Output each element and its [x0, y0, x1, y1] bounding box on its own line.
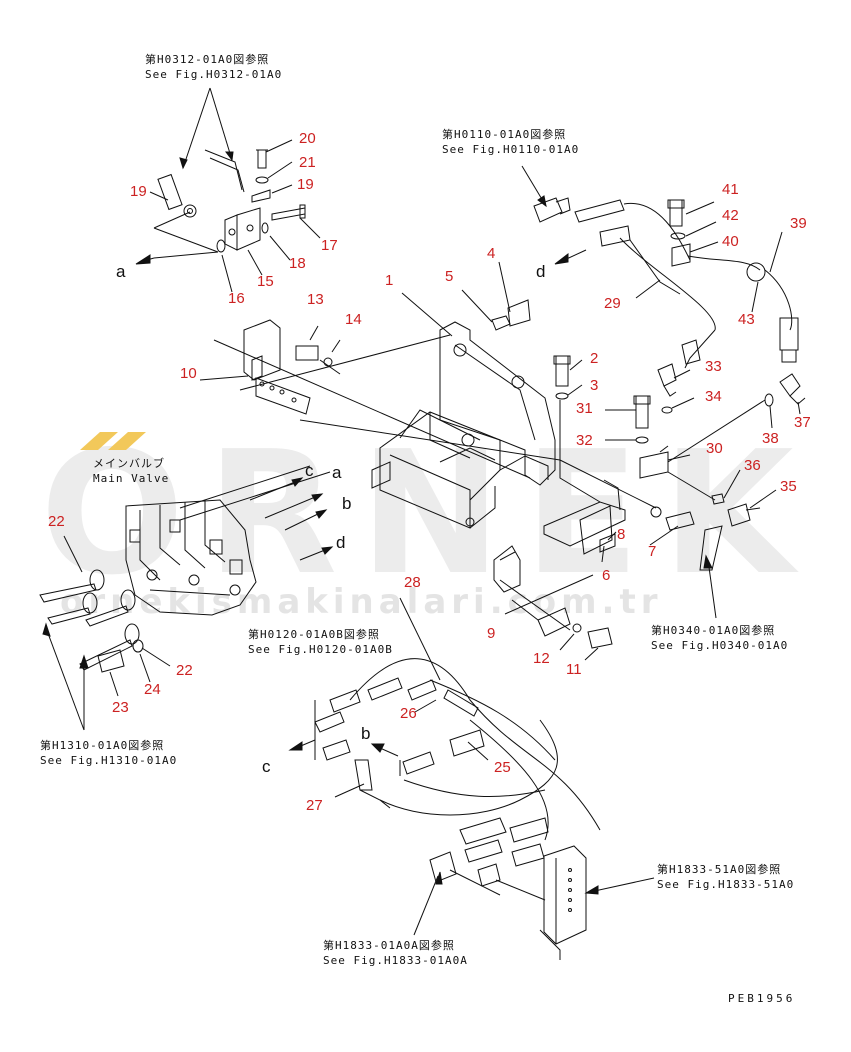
- block-and-fittings-right: [639, 363, 806, 619]
- main-valve-body: [125, 499, 257, 616]
- arrow-letter-label: b: [342, 494, 352, 513]
- part-number-callout: 8: [617, 526, 626, 543]
- watermark-brand: ORNEK: [40, 415, 816, 613]
- part-number-callout: 26: [400, 705, 417, 722]
- part-number-callout: 11: [566, 661, 582, 678]
- part-number-callout: 9: [487, 625, 496, 642]
- part-number-callout: 39: [790, 215, 807, 232]
- part-number-callout: 37: [794, 414, 811, 431]
- part-number-callout: 38: [762, 430, 779, 447]
- small-bracket-left: [199, 319, 341, 415]
- part-number-callout: 6: [602, 567, 611, 584]
- ref-note-main-valve: メインバルブ Main Valve: [93, 456, 169, 486]
- part-number-callout: 35: [780, 478, 797, 495]
- watermark-logo-chevrons: [80, 432, 146, 450]
- part-number-callout: 42: [722, 207, 739, 224]
- part-number-callout: 32: [576, 432, 593, 449]
- arrow-letter-label: c: [305, 461, 314, 480]
- valve-port-arrows: [179, 465, 334, 561]
- ref-note-h1833-51-en: See Fig.H1833-51A0: [657, 878, 795, 891]
- leader-lines-top-left: [149, 139, 321, 293]
- part-number-callout: 14: [345, 311, 362, 328]
- ref-note-h1310: 第H1310-01A0図参照 See Fig.H1310-01A0: [40, 738, 177, 768]
- ref-note-h0120-en: See Fig.H0120-01A0B: [248, 643, 393, 656]
- arrow-letter-label: d: [536, 262, 546, 281]
- arrow-letter-label: a: [116, 262, 126, 281]
- part-number-callout: 16: [228, 290, 245, 307]
- part-number-callout: 19: [297, 176, 314, 193]
- arrow-letter-label: b: [361, 724, 371, 743]
- part-number-callout: 24: [144, 681, 161, 698]
- part-number-callout: 22: [176, 662, 193, 679]
- ref-note-h1310-jp: 第H1310-01A0図参照: [40, 739, 165, 752]
- bracket-assembly-top-left: [135, 87, 306, 265]
- part-number-callout: 41: [722, 181, 739, 198]
- part-number-callout: 17: [321, 237, 338, 254]
- part-number-callout: 3: [590, 377, 599, 394]
- flange-and-pipe-left: [39, 535, 171, 731]
- bolt-washer-parts-center: [553, 355, 651, 503]
- part-number-callout: 20: [299, 130, 316, 147]
- part-number-callout: 30: [706, 440, 723, 457]
- main-bracket-frame: [371, 321, 556, 529]
- part-number-callout: 28: [404, 574, 421, 591]
- ref-note-h0340-jp: 第H0340-01A0図参照: [651, 624, 776, 637]
- part-number-callout: 1: [385, 272, 394, 289]
- part-number-callout: 43: [738, 311, 755, 328]
- watermark-url: ornekismakinalari.com.tr: [60, 582, 663, 622]
- pedal-bracket-bottom: [413, 817, 655, 960]
- ref-note-h0110-en: See Fig.H0110-01A0: [442, 143, 580, 156]
- part-number-callout: 21: [299, 154, 316, 171]
- part-number-callout: 31: [576, 400, 593, 417]
- plate-and-bolts-center: [493, 459, 695, 661]
- part-number-callout: 13: [307, 291, 324, 308]
- part-number-callout: 18: [289, 255, 306, 272]
- ref-note-h1310-en: See Fig.H1310-01A0: [40, 754, 178, 767]
- part-number-callout: 40: [722, 233, 739, 250]
- part-number-callout: 29: [604, 295, 621, 312]
- part-number-callout: 25: [494, 759, 511, 776]
- ref-note-main-valve-jp: メインバルブ: [93, 457, 165, 470]
- hose-bundle-lower: [288, 597, 601, 841]
- drawing-code: PEB1956: [728, 992, 796, 1005]
- part-number-callout: 15: [257, 273, 274, 290]
- leader-lines-frame: [213, 261, 561, 479]
- part-number-callout: 36: [744, 457, 761, 474]
- part-number-callout: 33: [705, 358, 722, 375]
- part-number-callout: 10: [180, 365, 197, 382]
- part-number-callout: 27: [306, 797, 323, 814]
- ref-note-h0312-jp: 第H0312-01A0図参照: [145, 53, 270, 66]
- part-number-callout: 5: [445, 268, 454, 285]
- arrow-letter-label: c: [262, 757, 271, 776]
- part-number-callout: 7: [648, 543, 657, 560]
- ref-note-h1833-51-jp: 第H1833-51A0図参照: [657, 863, 782, 876]
- hose-assembly-top-right: [521, 165, 799, 369]
- ref-note-h1833-51: 第H1833-51A0図参照 See Fig.H1833-51A0: [657, 862, 794, 892]
- ref-note-h0312-en: See Fig.H0312-01A0: [145, 68, 283, 81]
- ref-note-h0120: 第H0120-01A0B図参照 See Fig.H0120-01A0B: [248, 627, 393, 657]
- part-number-callout: 12: [533, 650, 550, 667]
- part-number-callout: 19: [130, 183, 147, 200]
- ref-note-h1833-01-en: See Fig.H1833-01A0A: [323, 954, 468, 967]
- part-number-callout: 23: [112, 699, 129, 716]
- part-number-callout: 34: [705, 388, 722, 405]
- ref-note-h1833-01-jp: 第H1833-01A0A図参照: [323, 939, 455, 952]
- ref-note-h1833-01: 第H1833-01A0A図参照 See Fig.H1833-01A0A: [323, 938, 468, 968]
- arrow-letter-label: a: [332, 463, 342, 482]
- arrow-letter-label: d: [336, 533, 346, 552]
- ref-note-h0340-en: See Fig.H0340-01A0: [651, 639, 789, 652]
- part-number-callout: 2: [590, 350, 599, 367]
- ref-note-h0120-jp: 第H0120-01A0B図参照: [248, 628, 380, 641]
- part-number-callout: 22: [48, 513, 65, 530]
- ref-note-h0110-jp: 第H0110-01A0図参照: [442, 128, 567, 141]
- ref-note-h0312: 第H0312-01A0図参照 See Fig.H0312-01A0: [145, 52, 282, 82]
- ref-note-h0110: 第H0110-01A0図参照 See Fig.H0110-01A0: [442, 127, 579, 157]
- part-number-callout: 4: [487, 245, 496, 262]
- ref-note-main-valve-en: Main Valve: [93, 472, 170, 485]
- ref-note-h0340: 第H0340-01A0図参照 See Fig.H0340-01A0: [651, 623, 788, 653]
